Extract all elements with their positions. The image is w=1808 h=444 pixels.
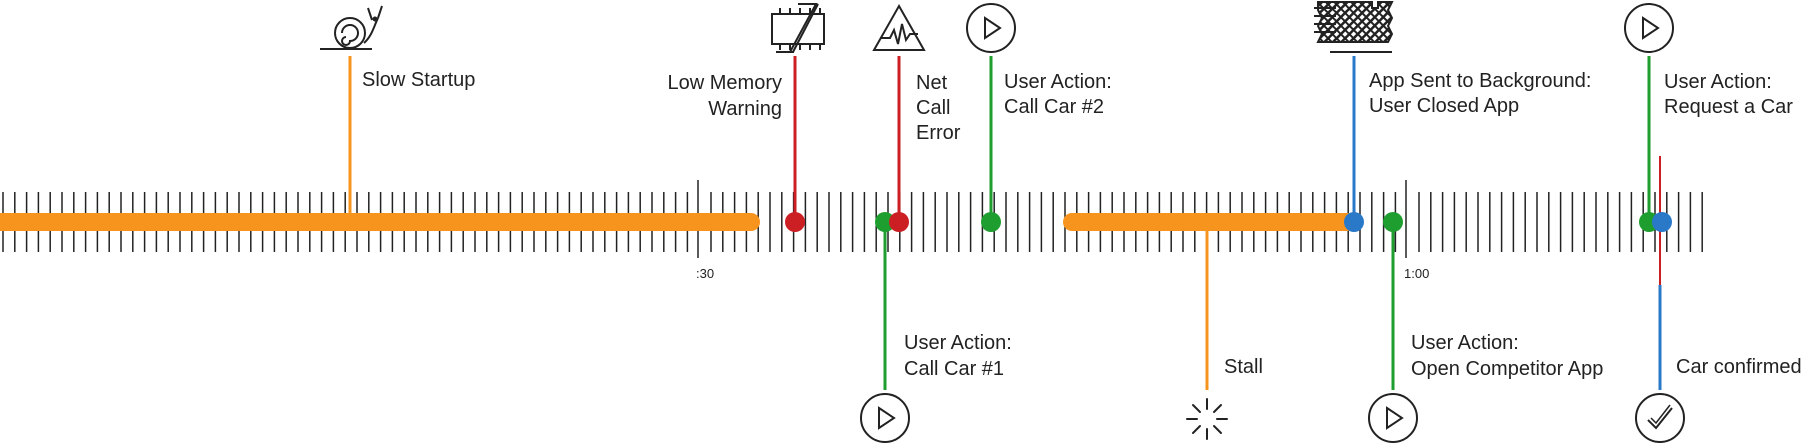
net-call-error-label-2: Call (916, 97, 950, 119)
snail-icon (320, 5, 383, 50)
event-net-call-error: Net Call Error (872, 3, 961, 214)
play-icon (1624, 3, 1674, 53)
low-memory-label-2: Warning (708, 98, 782, 120)
net-call-error-label-3: Error (916, 122, 961, 144)
car-confirmed-label: Car confirmed (1676, 356, 1802, 378)
check-circle-icon (1635, 393, 1685, 443)
event-stall: Stall (1186, 230, 1263, 440)
marker-call-car-2 (981, 212, 1001, 232)
event-call-car-2: User Action: Call Car #2 (966, 3, 1112, 214)
broken-chip-icon (771, 3, 825, 53)
call-car-2-label-1: User Action: (1004, 71, 1112, 93)
marker-open-competitor (1383, 212, 1403, 232)
marker-net-call-error (889, 212, 909, 232)
open-competitor-label-2: Open Competitor App (1411, 358, 1603, 380)
tick-label-1-00: 1:00 (1404, 266, 1429, 281)
net-call-error-label-1: Net (916, 72, 948, 94)
play-icon (1368, 393, 1418, 443)
event-request-a-car: User Action: Request a Car (1624, 3, 1793, 214)
play-icon (860, 393, 910, 443)
tick-label-30: :30 (696, 266, 714, 281)
event-app-sent-to-background: App Sent to Background: User Closed App (1314, 1, 1591, 214)
slow-startup-label: Slow Startup (362, 69, 475, 91)
marker-low-memory (785, 212, 805, 232)
low-memory-label-1: Low Memory (668, 72, 782, 94)
call-car-1-label-2: Call Car #1 (904, 358, 1004, 380)
event-low-memory-warning: Low Memory Warning (668, 3, 825, 214)
torn-paper-icon (1314, 1, 1394, 53)
app-background-label-1: App Sent to Background: (1369, 70, 1591, 92)
event-slow-startup: Slow Startup (320, 5, 475, 214)
stall-label: Stall (1224, 356, 1263, 378)
open-competitor-label-1: User Action: (1411, 332, 1519, 354)
marker-call-car-1 (875, 212, 895, 232)
play-icon (966, 3, 1016, 53)
warning-pulse-icon (872, 3, 926, 51)
call-car-1-label-1: User Action: (904, 332, 1012, 354)
call-car-2-label-2: Call Car #2 (1004, 96, 1104, 118)
event-car-confirmed: Car confirmed (1635, 156, 1802, 443)
request-car-label-2: Request a Car (1664, 96, 1793, 118)
spinner-icon (1186, 398, 1228, 440)
marker-app-background (1344, 212, 1364, 232)
event-open-competitor-app: User Action: Open Competitor App (1368, 230, 1603, 443)
event-call-car-1: User Action: Call Car #1 (860, 230, 1012, 443)
app-background-label-2: User Closed App (1369, 95, 1519, 117)
marker-car-confirmed (1652, 212, 1672, 232)
request-car-label-1: User Action: (1664, 71, 1772, 93)
